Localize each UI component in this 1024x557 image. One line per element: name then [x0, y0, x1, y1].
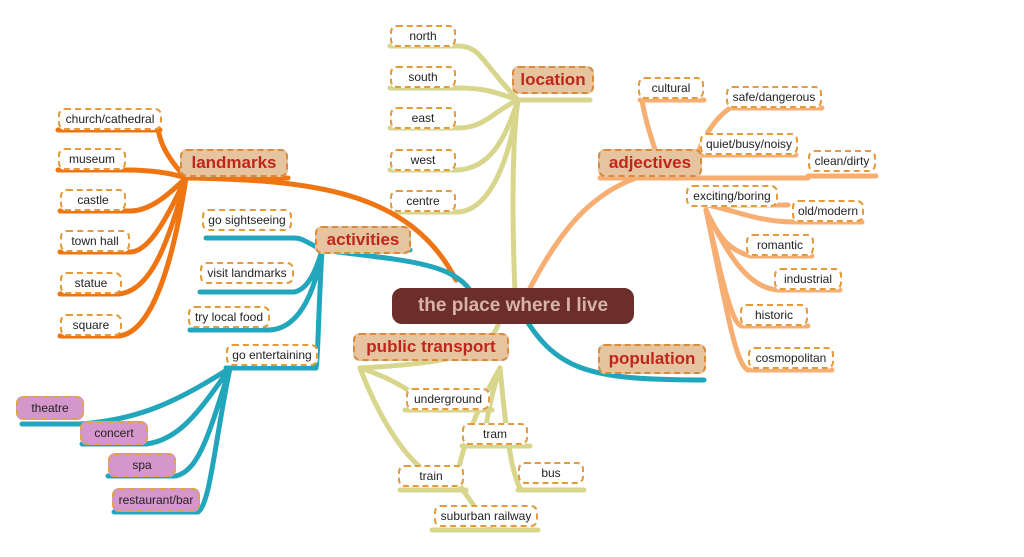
- adjective-item-old-modern[interactable]: old/modern: [792, 200, 864, 222]
- location-item-west[interactable]: west: [390, 149, 456, 171]
- adjective-item-industrial[interactable]: industrial: [774, 268, 842, 290]
- activity-item-go-sightseeing[interactable]: go sightseeing: [202, 209, 292, 231]
- adjective-item-romantic[interactable]: romantic: [746, 234, 814, 256]
- branch-public-transport[interactable]: public transport: [353, 333, 509, 361]
- location-item-south[interactable]: south: [390, 66, 456, 88]
- entertainment-item-concert[interactable]: concert: [80, 421, 148, 445]
- landmark-item-town-hall[interactable]: town hall: [60, 230, 130, 252]
- entertainment-item-theatre[interactable]: theatre: [16, 396, 84, 420]
- location-item-east[interactable]: east: [390, 107, 456, 129]
- adjective-item-safe-dangerous[interactable]: safe/dangerous: [726, 86, 822, 108]
- transport-item-tram[interactable]: tram: [462, 423, 528, 445]
- activity-item-try-local-food[interactable]: try local food: [188, 306, 270, 328]
- branch-population[interactable]: population: [598, 344, 706, 374]
- landmarks-connectors: [55, 127, 459, 339]
- root-node-title[interactable]: the place where I live: [392, 288, 634, 324]
- landmark-item-castle[interactable]: castle: [60, 189, 126, 211]
- transport-item-suburban-railway[interactable]: suburban railway: [434, 505, 538, 527]
- activity-item-go-entertaining[interactable]: go entertaining: [226, 344, 318, 366]
- branch-location[interactable]: location: [512, 66, 594, 94]
- transport-item-train[interactable]: train: [398, 465, 464, 487]
- location-item-north[interactable]: north: [390, 25, 456, 47]
- landmark-item-museum[interactable]: museum: [58, 148, 126, 170]
- transport-item-bus[interactable]: bus: [518, 462, 584, 484]
- branch-landmarks[interactable]: landmarks: [180, 149, 288, 177]
- population-connectors: [517, 307, 707, 383]
- adjective-item-clean-dirty[interactable]: clean/dirty: [808, 150, 876, 172]
- activity-item-visit-landmarks[interactable]: visit landmarks: [200, 262, 294, 284]
- landmark-item-statue[interactable]: statue: [60, 272, 122, 294]
- adjective-item-cultural[interactable]: cultural: [638, 77, 704, 99]
- branch-adjectives[interactable]: adjectives: [598, 149, 702, 177]
- landmark-item-square[interactable]: square: [60, 314, 122, 336]
- adjective-item-quiet-busy-noisy[interactable]: quiet/busy/noisy: [700, 133, 798, 155]
- adjective-item-historic[interactable]: historic: [740, 304, 808, 326]
- landmark-item-church-cathedral[interactable]: church/cathedral: [58, 108, 162, 130]
- adjective-item-cosmopolitan[interactable]: cosmopolitan: [748, 347, 834, 369]
- branch-activities[interactable]: activities: [315, 226, 411, 254]
- entertainment-item-spa[interactable]: spa: [108, 453, 176, 477]
- transport-item-underground[interactable]: underground: [406, 388, 490, 410]
- entertainment-item-restaurant-bar[interactable]: restaurant/bar: [112, 488, 200, 512]
- adjective-item-exciting-boring[interactable]: exciting/boring: [686, 185, 778, 207]
- location-item-centre[interactable]: centre: [390, 190, 456, 212]
